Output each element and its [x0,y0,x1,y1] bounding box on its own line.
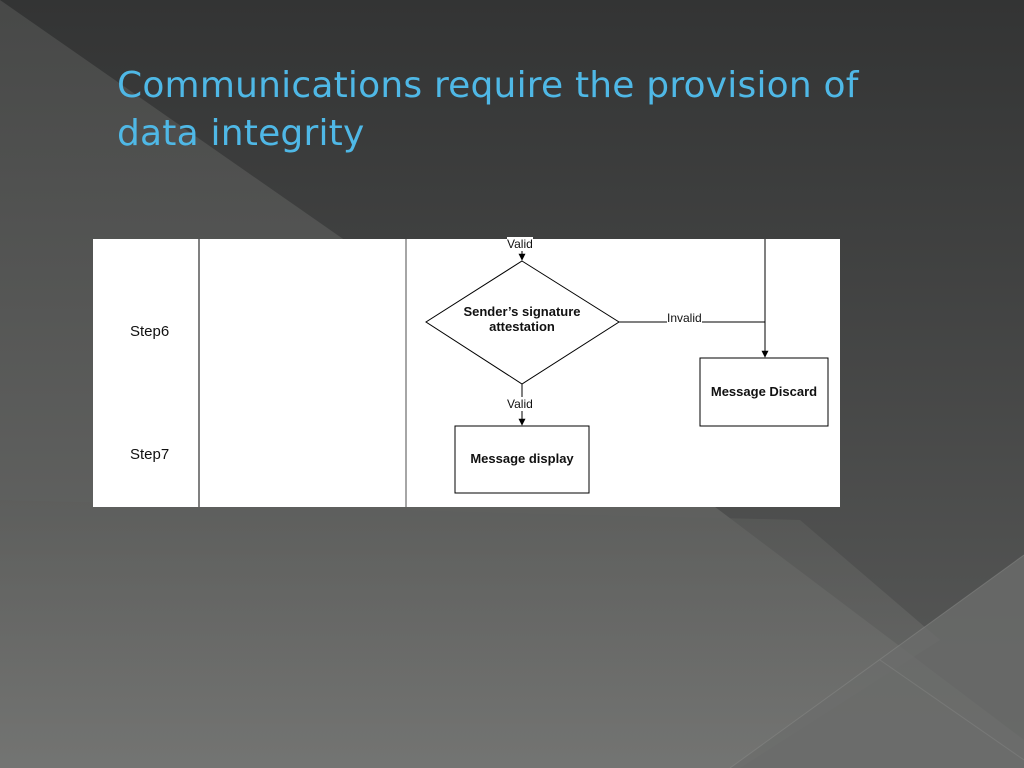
slide-title: Communications require the provision of … [117,65,859,154]
edge-label-valid-down: Valid [507,397,533,411]
signature-check-label-line2: attestation [489,319,555,334]
message-display-label: Message display [470,451,574,466]
signature-check-label-line1: Sender’s signature [463,304,581,319]
message-discard-label: Message Discard [710,384,818,399]
message-display-box [454,425,590,494]
step7-label: Step7 [130,446,170,463]
message-discard-box [699,357,829,427]
flowchart-diagram: Step6 Step7 Valid Invalid Valid Sender’s… [93,237,840,507]
signature-check-label: Sender’s signature attestation [442,304,602,334]
flowchart-lines [198,239,829,507]
edge-label-invalid: Invalid [667,311,702,325]
step6-label: Step6 [130,323,170,340]
edge-label-incoming-valid: Valid [507,237,533,251]
